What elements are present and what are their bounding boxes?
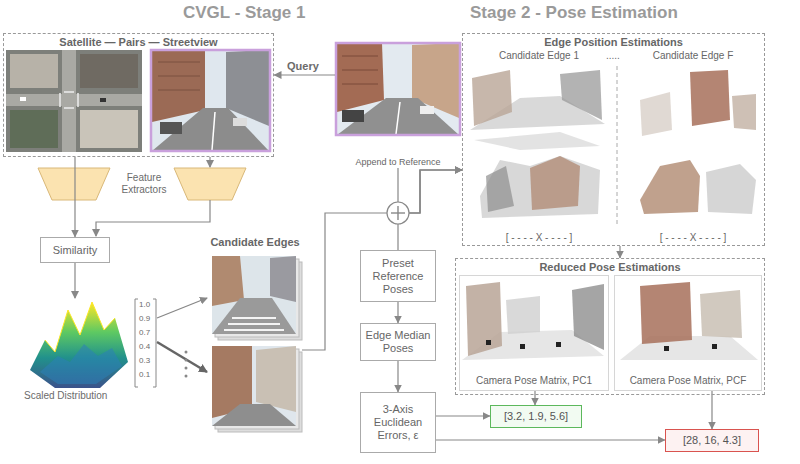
node-text: Reduced Pose Estimations xyxy=(539,261,680,274)
connector-arrow xyxy=(436,415,490,416)
feature-extractor xyxy=(174,168,246,200)
node-text: Candidate Edge 1 xyxy=(499,50,579,62)
edge-label: Query xyxy=(286,60,320,72)
node-text: Edge Position Estimations xyxy=(544,36,683,49)
streetview-image xyxy=(151,50,270,151)
node-text: Camera Pose Matrix, PC1 xyxy=(476,375,592,387)
connector-arrow xyxy=(74,157,75,237)
node-text: 3-Axis Euclidean Errors, ε xyxy=(364,403,432,442)
pairs-group: Satellite — Pairs — Streetview xyxy=(3,33,274,157)
pose-panel: Camera Pose Matrix, PC1 xyxy=(459,275,609,391)
node-text: Satellite — Pairs — Streetview xyxy=(59,36,217,49)
score-number: 0.4 xyxy=(139,342,150,352)
node-subtext: [ - - - - X - - - - ] xyxy=(660,232,727,244)
connector-arrow xyxy=(619,246,620,258)
pose-panel: Camera Pose Matrix, PCF xyxy=(614,275,762,391)
connector-arrow xyxy=(397,302,398,323)
stage-heading: CVGL - Stage 1 xyxy=(183,3,306,22)
query-image xyxy=(336,43,460,135)
connector-arrow xyxy=(711,391,712,429)
score-number: 0.9 xyxy=(139,314,150,324)
connector-arrow xyxy=(398,168,462,213)
candidate-panel: Candidate Edge F [ - - - - X - - - - ] xyxy=(624,50,762,244)
satellite-image xyxy=(6,50,142,152)
process-box: Preset Reference Poses xyxy=(360,250,436,302)
node-subtext: [ - - - - X - - - - ] xyxy=(506,232,573,244)
score-number: 0.7 xyxy=(139,328,150,338)
annotation: Scaled Distribution xyxy=(24,390,107,402)
candidate-panel: Candidate Edge 1 [ - - - - X - - - - ] xyxy=(466,50,612,244)
stage-panel: Edge Position EstimationsCandidate Edge … xyxy=(462,33,765,246)
point-cloud xyxy=(462,282,758,360)
ellipsis-dots xyxy=(185,351,188,378)
connector-arrow xyxy=(436,439,665,440)
image-stack: Candidate Edges xyxy=(208,236,302,446)
score-number: 0.1 xyxy=(139,370,150,380)
node-text: Similarity xyxy=(53,244,98,257)
annotation: Feature Extractors xyxy=(116,172,172,196)
node-text: Edge Median Poses xyxy=(364,329,432,355)
node-text: Candidate Edge F xyxy=(653,50,734,62)
connector-arrow xyxy=(534,391,535,405)
ellipsis: ..... xyxy=(606,50,620,62)
distribution-surface xyxy=(30,302,128,388)
layout-arrow xyxy=(157,342,207,372)
feature-extractor xyxy=(38,168,110,200)
process-box: Similarity xyxy=(40,237,110,263)
process-box: Edge Median Poses xyxy=(360,323,436,361)
node-text: Preset Reference Poses xyxy=(364,257,432,296)
candidate-edge-images xyxy=(212,256,302,432)
node-text: [28, 16, 4.3] xyxy=(683,434,741,447)
node-text: [3.2, 1.9, 5.6] xyxy=(504,410,568,423)
result-box: [3.2, 1.9, 5.6] xyxy=(490,405,582,428)
point-cloud xyxy=(470,66,756,224)
score-number: 0.3 xyxy=(139,356,150,366)
connector-arrow xyxy=(274,74,335,75)
node-text: Append to Reference xyxy=(355,157,440,168)
query-image-node: Append to Reference xyxy=(335,42,461,168)
node-text: Camera Pose Matrix, PCF xyxy=(630,375,747,387)
stage-heading: Stage 2 - Pose Estimation xyxy=(470,3,678,22)
score-bracket xyxy=(135,299,156,387)
node-text: Candidate Edges xyxy=(210,236,299,249)
connector-arrow xyxy=(397,361,398,392)
result-box: [28, 16, 4.3] xyxy=(665,429,759,452)
score-number: 1.0 xyxy=(139,300,150,310)
process-box: 3-Axis Euclidean Errors, ε xyxy=(360,392,436,453)
stage-panel: Reduced Pose EstimationsCamera Pose Matr… xyxy=(455,258,765,395)
